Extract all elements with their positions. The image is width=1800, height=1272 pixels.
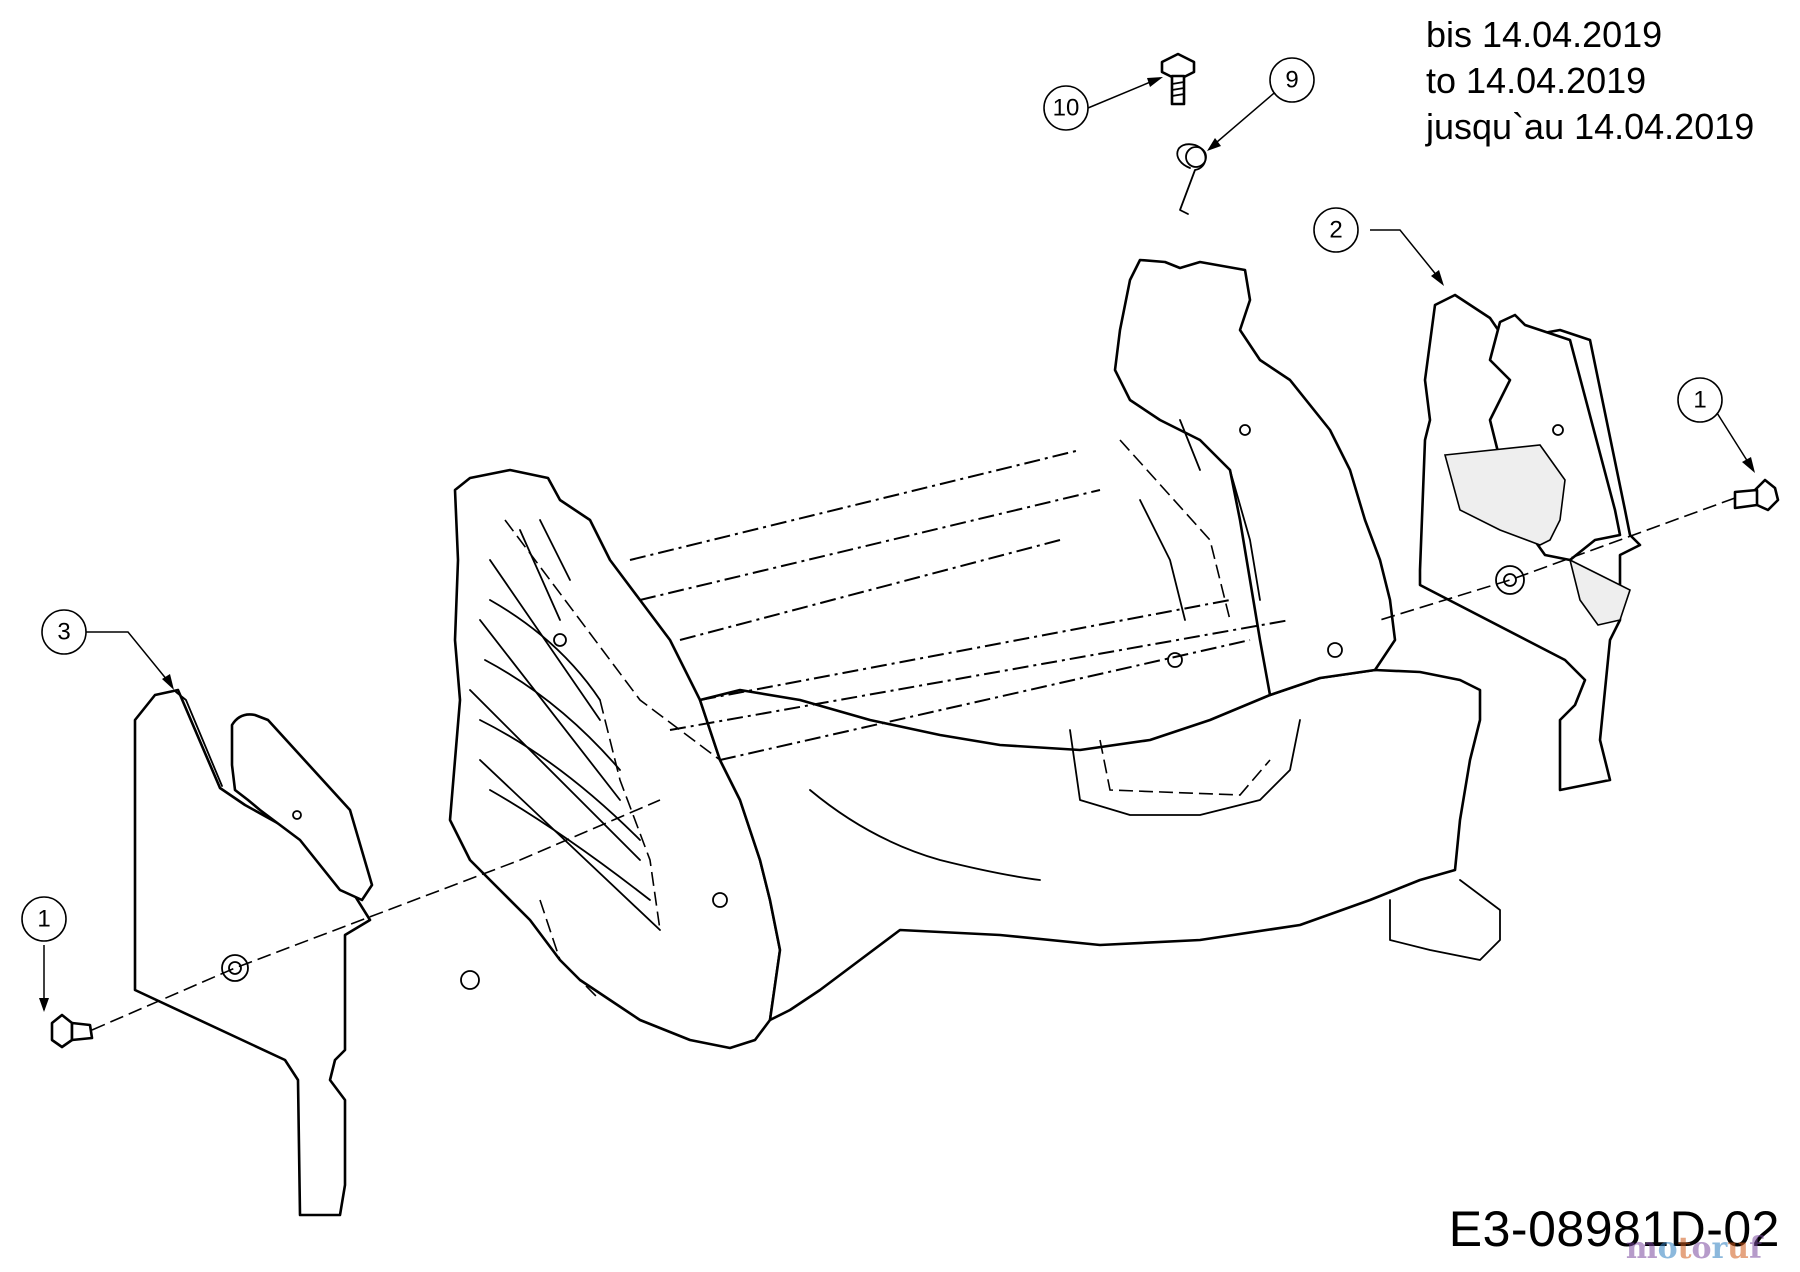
bolt-part-10	[1160, 52, 1196, 106]
leader-lines	[39, 77, 1755, 1012]
svg-text:10: 10	[1053, 95, 1080, 122]
date-note-german: bis 14.04.2019	[1426, 14, 1663, 55]
frame-housing	[448, 258, 1501, 1050]
date-note-english: to 14.04.2019	[1426, 60, 1647, 101]
svg-text:2: 2	[1329, 217, 1342, 244]
screw-left	[50, 1013, 94, 1049]
watermark-logo: motoruf	[1625, 1231, 1762, 1266]
date-note-french: jusqu`au 14.04.2019	[1426, 106, 1755, 147]
left-side-cover	[133, 688, 374, 1217]
callout-10: 10	[1043, 85, 1089, 131]
svg-text:1: 1	[37, 906, 50, 933]
right-side-cover	[1418, 293, 1642, 792]
callout-2: 2	[1313, 207, 1359, 253]
validity-date-note: bis 14.04.2019 to 14.04.2019 jusqu`au 14…	[1426, 12, 1754, 150]
callout-1-left: 1	[21, 896, 67, 942]
svg-text:1: 1	[1693, 387, 1706, 414]
callout-9: 9	[1269, 57, 1315, 103]
centerline-right	[1379, 497, 1736, 621]
drawing-number: E3-08981D-02	[1448, 1201, 1780, 1257]
svg-text:9: 9	[1285, 67, 1298, 94]
centerline-left	[91, 799, 661, 1031]
screw-right	[1733, 478, 1780, 512]
svg-text:3: 3	[57, 619, 70, 646]
callout-3: 3	[41, 609, 87, 655]
spring-clip-part-9	[1176, 143, 1207, 215]
callout-1-right: 1	[1677, 377, 1723, 423]
